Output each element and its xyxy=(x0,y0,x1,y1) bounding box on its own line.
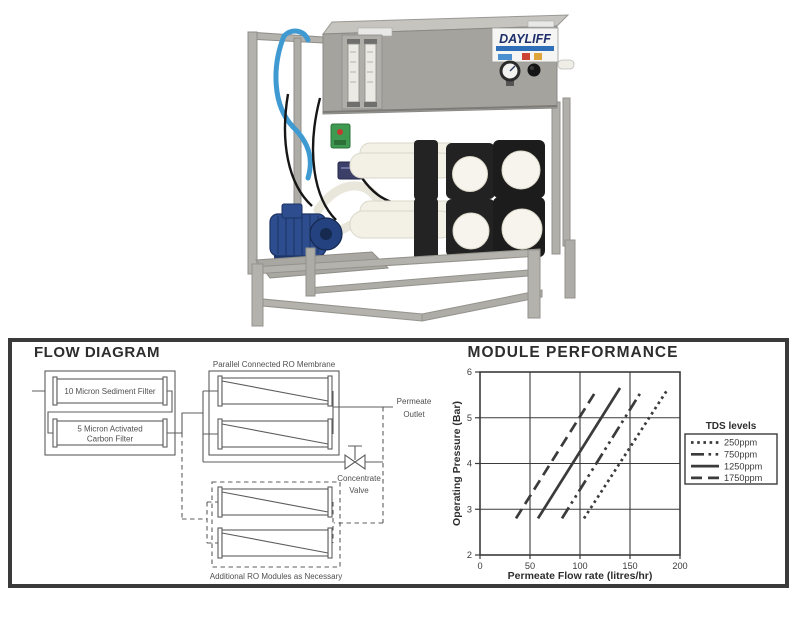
legend-label-1250ppm: 1250ppm xyxy=(724,461,763,471)
concentrate-valve-label-2: Valve xyxy=(349,486,369,495)
module-performance-title: MODULE PERFORMANCE xyxy=(467,344,679,361)
legend-label-1750ppm: 1750ppm xyxy=(724,473,763,483)
y-tick-label: 6 xyxy=(467,367,472,377)
ro-inlet-manifold xyxy=(202,390,218,462)
flow-diagram-title: FLOW DIAGRAM xyxy=(34,344,160,361)
y-tick-label: 2 xyxy=(467,550,472,560)
optional-line-right xyxy=(334,407,384,524)
additional-modules-label: Additional RO Modules as Necessary xyxy=(210,572,343,581)
legend-title: TDS levels xyxy=(706,421,757,432)
x-tick-label: 150 xyxy=(622,561,637,571)
legend-label-250ppm: 250ppm xyxy=(724,438,758,448)
membrane-end-caps xyxy=(446,140,545,257)
ro-membrane-label: Parallel Connected RO Membrane xyxy=(213,360,336,369)
outlet-fitting xyxy=(557,59,575,70)
ro-membrane-1 xyxy=(217,375,333,407)
frame-base xyxy=(251,247,543,327)
series-250ppm xyxy=(582,389,669,520)
power-switch xyxy=(330,123,351,149)
y-tick-label: 4 xyxy=(467,459,472,469)
feed-line xyxy=(167,412,203,434)
series-1250ppm xyxy=(536,387,622,520)
flow-meters xyxy=(341,34,383,110)
x-tick-label: 0 xyxy=(477,561,482,571)
machine-photo: DAYLIFF xyxy=(222,2,582,332)
carbon-filter-label-1: 5 Micron Activated xyxy=(77,425,142,434)
legend-box xyxy=(684,433,778,485)
x-tick-label: 100 xyxy=(572,561,587,571)
series-1750ppm xyxy=(514,391,597,520)
permeate-line xyxy=(332,391,393,434)
y-tick-label: 3 xyxy=(467,504,472,514)
y-axis-label: Operating Pressure (Bar) xyxy=(451,401,463,526)
optional-line-left xyxy=(181,433,218,544)
permeate-outlet-label-2: Outlet xyxy=(403,410,425,419)
frame-back xyxy=(551,97,576,299)
y-tick-label: 5 xyxy=(467,413,472,423)
pressure-gauge xyxy=(499,60,521,86)
spec-panel: FLOW DIAGRAM MODULE PERFORMANCE 10 Micro… xyxy=(8,338,789,588)
brand-label: DAYLIFF xyxy=(491,27,559,63)
blue-tubing xyxy=(273,28,313,181)
x-axis-label: Permeate Flow rate (litres/hr) xyxy=(508,570,653,582)
additional-modules-box xyxy=(211,481,341,568)
x-tick-label: 200 xyxy=(672,561,687,571)
membrane-housings xyxy=(349,140,461,260)
additional-membrane-2 xyxy=(217,527,333,559)
series-750ppm xyxy=(560,389,644,520)
ro-membrane-2 xyxy=(217,418,333,450)
sediment-filter: 10 Micron Sediment Filter xyxy=(52,376,168,406)
interfilter-line xyxy=(47,390,173,434)
x-tick-label: 50 xyxy=(525,561,535,571)
flow-diagram: 10 Micron Sediment Filter 5 Micron Activ… xyxy=(32,360,432,581)
concentrate-valve-label-1: Concentrate xyxy=(337,474,381,483)
machine-illustration: DAYLIFF xyxy=(247,14,576,327)
control-knob xyxy=(527,63,541,77)
carbon-filter-label-2: Carbon Filter xyxy=(87,435,134,444)
legend-label-750ppm: 750ppm xyxy=(724,450,758,460)
brand-label-text: DAYLIFF xyxy=(499,32,551,46)
sediment-filter-label: 10 Micron Sediment Filter xyxy=(64,387,155,396)
concentrate-valve-icon xyxy=(344,445,366,471)
permeate-outlet-label-1: Permeate xyxy=(397,397,432,406)
carbon-filter: 5 Micron Activated Carbon Filter xyxy=(52,418,168,448)
additional-membrane-1 xyxy=(217,486,333,518)
